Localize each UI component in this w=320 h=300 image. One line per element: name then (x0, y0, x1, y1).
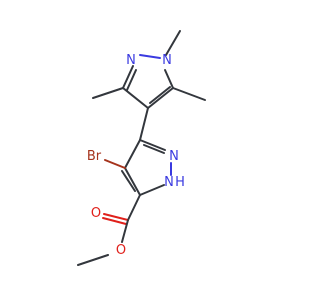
bond-c3-n2-lower (139, 139, 166, 151)
atom-nh-hydrogen-label: H (175, 175, 185, 190)
methyl-c3 (92, 87, 124, 99)
bond-carbonyl-double-o-2 (102, 217, 127, 225)
bond-c4-c5-upper (147, 87, 174, 109)
bond-c5-c4-lower (124, 167, 141, 196)
atom-n2-upper-label: N (126, 53, 136, 68)
bond-c5-n1-upper (164, 69, 174, 89)
atom-n1-upper-label: N (162, 53, 172, 68)
bond-ring-link (139, 107, 149, 141)
atom-n1-lower-label: N (164, 175, 174, 190)
bond-carbonyl-double-o (103, 213, 129, 221)
bond-c3-c4-upper (122, 87, 149, 109)
bond-c4-c5-upper-double (149, 86, 171, 104)
bond-c5-c4-lower-double (121, 170, 136, 192)
atom-ester-oxygen-label: O (116, 243, 126, 258)
methyl-n1 (165, 30, 181, 56)
bond-c4-c3-lower (124, 139, 141, 169)
lower-pyrazole-ring (104, 139, 172, 196)
atom-carbonyl-oxygen-label: O (91, 206, 101, 221)
bond-c3-n2-lower-double (143, 144, 165, 154)
molecule-diagram: N N Br N N H O O (77, 30, 206, 266)
bond-c5-carbonyl (127, 194, 141, 221)
bond-carbonyl-ester-o (121, 219, 129, 243)
bond-c4-br (104, 159, 126, 169)
atom-n2-lower-label: N (169, 149, 179, 164)
bond-n1-c5-lower (139, 184, 165, 196)
structure-canvas: N N Br N N H O O (77, 30, 206, 266)
bond-n1-n2-upper (139, 54, 161, 59)
atom-bromine-label: Br (87, 149, 102, 164)
bond-n2-c3-upper-double (126, 69, 137, 91)
methyl-c5 (172, 87, 206, 101)
upper-pyrazole-ring (92, 30, 206, 109)
bond-ester-o-methyl (77, 254, 109, 266)
methyl-ester-group (77, 194, 141, 266)
bond-n2-c3-upper (122, 65, 134, 89)
